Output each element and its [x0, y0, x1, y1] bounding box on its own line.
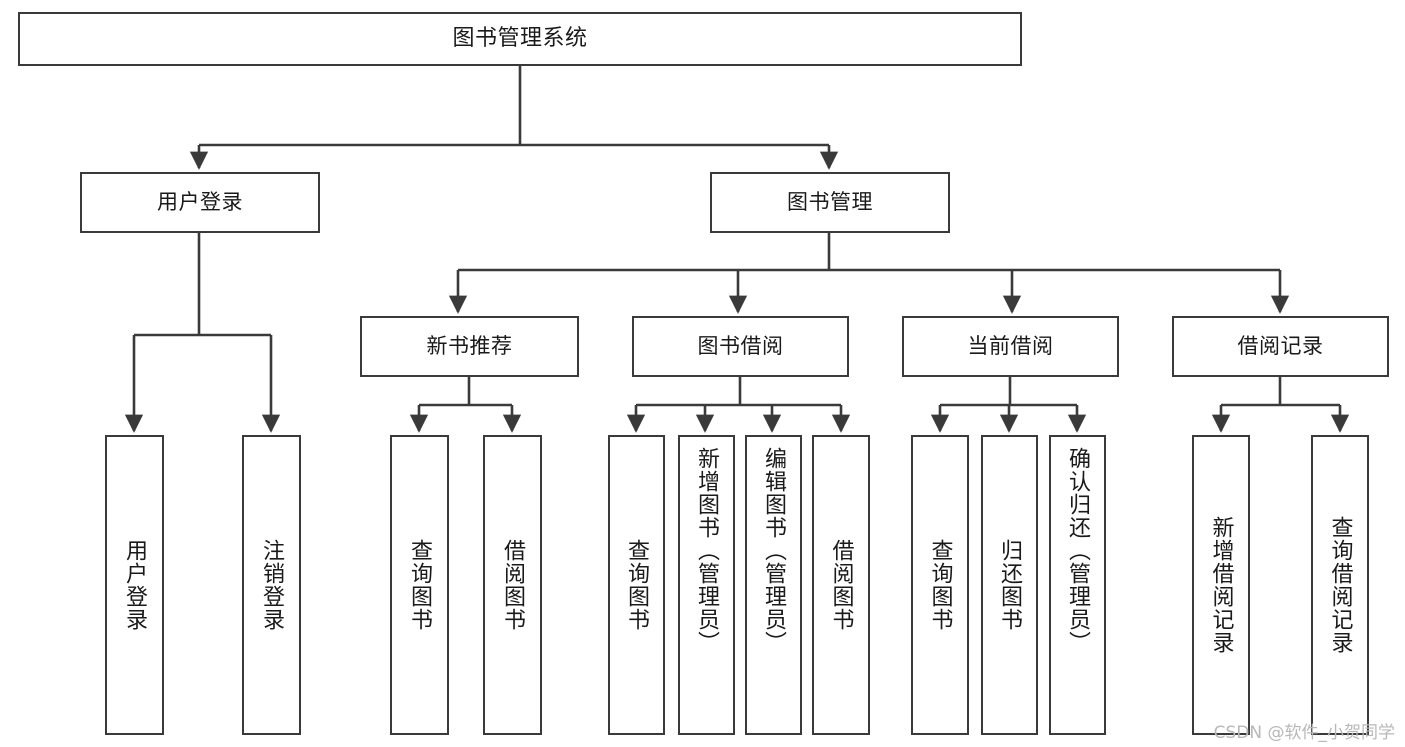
node-leaf-user-login[interactable]: 用户登录	[105, 435, 164, 735]
node-user-login-label: 用户登录	[157, 190, 243, 215]
node-leaf-user-logout[interactable]: 注销登录	[242, 435, 301, 735]
node-root[interactable]: 图书管理系统	[18, 12, 1022, 66]
node-leaf-query-book-1[interactable]: 查询图书	[390, 435, 449, 735]
csdn-watermark: CSDN @软件_小贺同学	[1213, 723, 1395, 743]
node-book-manage[interactable]: 图书管理	[710, 172, 950, 233]
node-leaf-return-book[interactable]: 归还图书	[981, 435, 1038, 735]
node-book-manage-label: 图书管理	[787, 190, 873, 215]
node-leaf-confirm-return-label: 确认归还（管理员）	[1065, 447, 1091, 654]
node-leaf-query-record[interactable]: 查询借阅记录	[1311, 435, 1369, 735]
node-user-login[interactable]: 用户登录	[80, 172, 320, 233]
node-leaf-query-book-2[interactable]: 查询图书	[608, 435, 665, 735]
node-leaf-add-book[interactable]: 新增图书（管理员）	[678, 435, 735, 735]
node-leaf-query-book-1-label: 查询图书	[407, 539, 433, 631]
node-leaf-add-record[interactable]: 新增借阅记录	[1192, 435, 1250, 735]
node-leaf-return-book-label: 归还图书	[997, 539, 1023, 631]
node-leaf-query-book-3-label: 查询图书	[927, 539, 953, 631]
node-new-book-recommend-label: 新书推荐	[426, 334, 513, 359]
node-root-label: 图书管理系统	[452, 26, 588, 52]
node-leaf-add-record-label: 新增借阅记录	[1208, 516, 1234, 654]
node-leaf-borrow-book-2-label: 借阅图书	[828, 539, 854, 631]
node-leaf-query-record-label: 查询借阅记录	[1327, 516, 1353, 654]
node-leaf-query-book-2-label: 查询图书	[624, 539, 650, 631]
node-new-book-recommend[interactable]: 新书推荐	[360, 316, 579, 377]
node-leaf-edit-book[interactable]: 编辑图书（管理员）	[745, 435, 802, 735]
node-leaf-borrow-book-2[interactable]: 借阅图书	[812, 435, 870, 735]
node-leaf-user-logout-label: 注销登录	[259, 539, 285, 631]
node-leaf-add-book-label: 新增图书（管理员）	[694, 447, 720, 654]
node-leaf-confirm-return[interactable]: 确认归还（管理员）	[1049, 435, 1106, 735]
node-leaf-borrow-book-1-label: 借阅图书	[500, 539, 526, 631]
node-book-borrow[interactable]: 图书借阅	[632, 316, 849, 377]
node-book-borrow-label: 图书借阅	[697, 334, 784, 359]
node-current-borrow-label: 当前借阅	[967, 334, 1054, 359]
node-leaf-query-book-3[interactable]: 查询图书	[911, 435, 969, 735]
node-leaf-user-login-label: 用户登录	[122, 539, 148, 631]
node-leaf-edit-book-label: 编辑图书（管理员）	[761, 447, 787, 654]
node-borrow-record[interactable]: 借阅记录	[1172, 316, 1389, 377]
node-leaf-borrow-book-1[interactable]: 借阅图书	[483, 435, 542, 735]
node-current-borrow[interactable]: 当前借阅	[902, 316, 1119, 377]
node-borrow-record-label: 借阅记录	[1237, 334, 1324, 359]
